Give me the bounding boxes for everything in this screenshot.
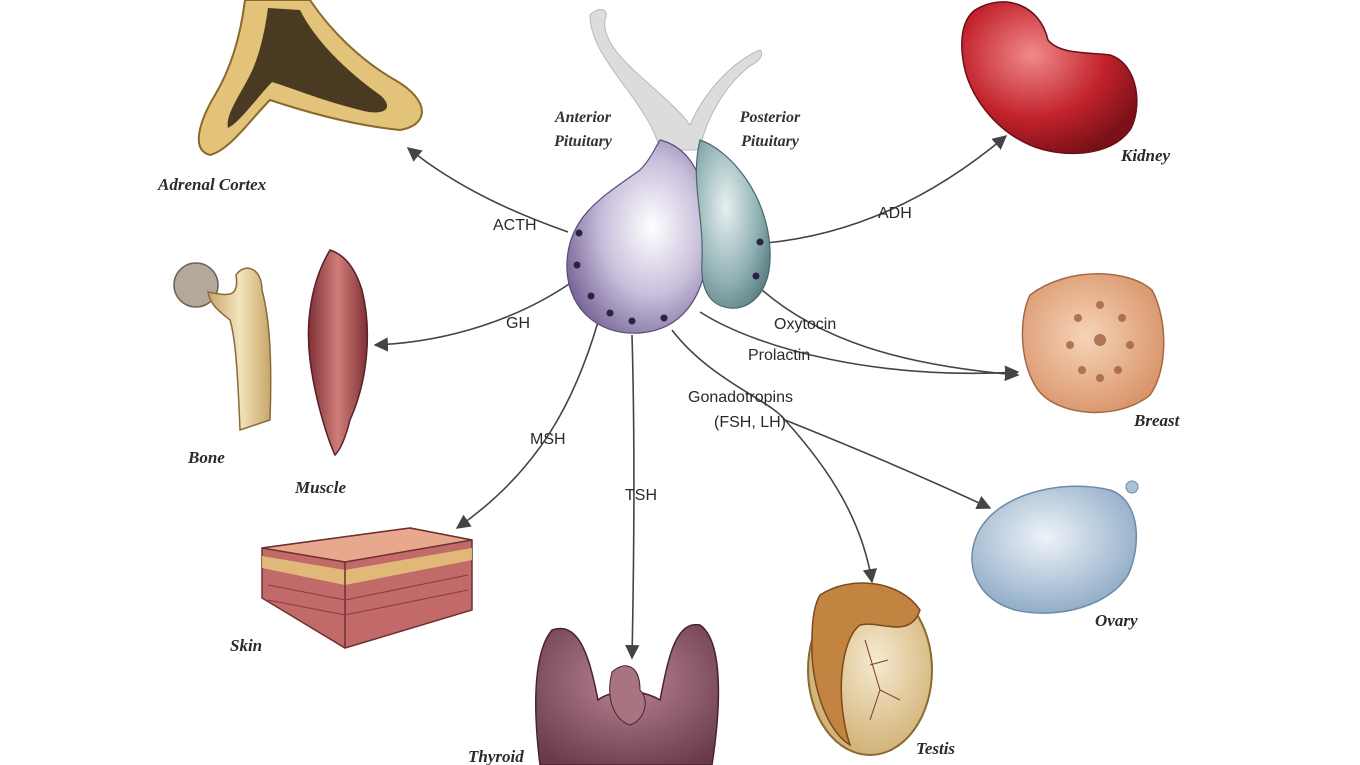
hormone-label-gonadotropins: Gonadotropins: [688, 389, 793, 406]
arrow-acth: [406, 147, 569, 233]
hormone-label-oxytocin: Oxytocin: [774, 316, 836, 333]
adrenal-cortex-illustration: [197, 0, 423, 157]
anterior-lobe: [566, 139, 710, 334]
anterior-pituitary-label-line2: Pituitary: [553, 133, 613, 150]
posterior-lobe: [695, 139, 771, 309]
organ-label-skin: Skin: [230, 636, 262, 655]
arrow-gonad-testis: [784, 419, 878, 584]
kidney-illustration: [961, 1, 1138, 155]
organ-label-bone: Bone: [187, 448, 225, 467]
skin-illustration: [261, 527, 473, 649]
posterior-pituitary-label-line2: Pituitary: [740, 133, 800, 150]
posterior-pituitary-label-line1: Posterior: [739, 109, 801, 126]
pituitary-gland: [566, 9, 771, 334]
thyroid-illustration: [535, 623, 720, 765]
hormone-label-prolactin: Prolactin: [748, 347, 810, 364]
arrow-gonad-ovary: [784, 419, 992, 510]
arrow-gh: [373, 281, 573, 352]
hormone-label-tsh: TSH: [625, 487, 657, 504]
muscle-illustration: [307, 249, 369, 457]
arrow-oxytocin: [761, 289, 1020, 382]
organ-label-adrenal-cortex: Adrenal Cortex: [157, 175, 267, 194]
testis-illustration: [807, 582, 933, 756]
arrow-prolactin: [699, 311, 1020, 380]
bone-illustration: [173, 262, 272, 432]
arrow-adh: [765, 135, 1008, 244]
organ-label-kidney: Kidney: [1120, 146, 1171, 165]
hormone-label-fsh-lh: (FSH, LH): [714, 414, 786, 431]
arrow-msh: [455, 321, 599, 529]
pituitary-stalk: [589, 9, 763, 151]
breast-illustration: [1021, 273, 1165, 414]
anterior-pituitary-label-line1: Anterior: [554, 109, 612, 126]
hormone-label-adh: ADH: [878, 205, 912, 222]
organ-label-ovary: Ovary: [1095, 611, 1138, 630]
organ-label-thyroid: Thyroid: [468, 747, 524, 765]
organ-label-muscle: Muscle: [294, 478, 346, 497]
organ-label-testis: Testis: [916, 739, 955, 758]
ovary-illustration: [971, 480, 1139, 614]
hormone-label-acth: ACTH: [493, 217, 537, 234]
hormone-label-gh: GH: [506, 315, 530, 332]
hormone-label-msh: MSH: [530, 431, 566, 448]
arrow-tsh: [625, 334, 640, 660]
arrow-gonadotropins: [671, 329, 786, 421]
organ-label-breast: Breast: [1133, 411, 1181, 430]
